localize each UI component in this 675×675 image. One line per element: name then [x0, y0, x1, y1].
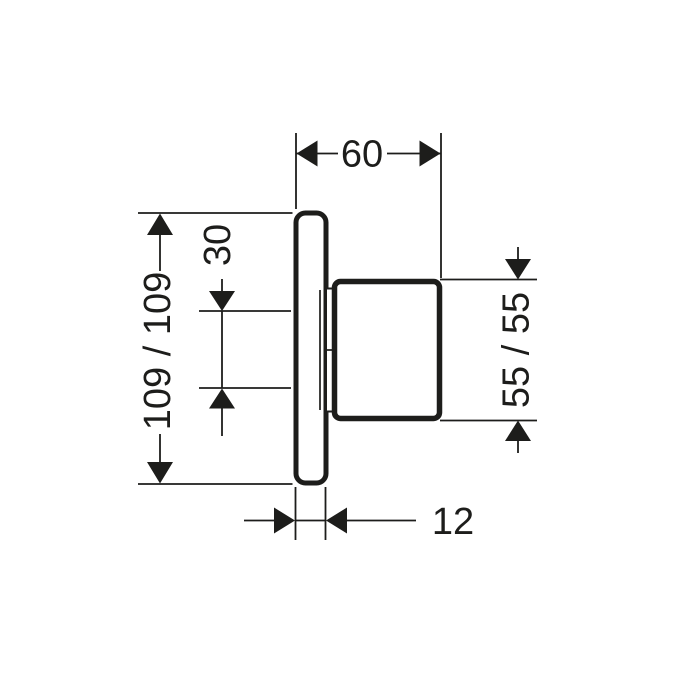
valve-trim-side-view — [293, 210, 443, 486]
arrowhead-down-icon — [505, 259, 531, 280]
arrowhead-up-icon — [147, 213, 173, 235]
arrowhead-down-icon — [147, 462, 173, 484]
arrowhead-right-icon — [274, 507, 295, 534]
handle-knob — [331, 278, 443, 422]
arrowhead-up-icon — [209, 388, 235, 409]
dimension-handle-height-55: 55 / 55 — [440, 247, 538, 453]
dimension-offset-30: 30 — [197, 224, 291, 436]
arrowhead-left-icon — [326, 507, 347, 534]
escutcheon-plate — [293, 210, 329, 486]
arrowhead-right-icon — [419, 140, 441, 167]
arrowhead-left-icon — [296, 140, 318, 167]
dimension-plate-height-109: 109 / 109 — [137, 212, 293, 485]
arrowhead-up-icon — [505, 420, 531, 441]
arrowhead-down-icon — [209, 291, 235, 311]
dimension-label-60: 60 — [341, 134, 383, 176]
dimension-label-30: 30 — [197, 224, 239, 266]
dimension-label-55-55: 55 / 55 — [496, 292, 538, 408]
dimension-label-109-109: 109 / 109 — [137, 272, 179, 430]
dimension-projection-60: 60 — [295, 133, 442, 278]
dimension-plate-thickness-12: 12 — [244, 487, 474, 543]
dimension-label-12: 12 — [432, 501, 474, 543]
